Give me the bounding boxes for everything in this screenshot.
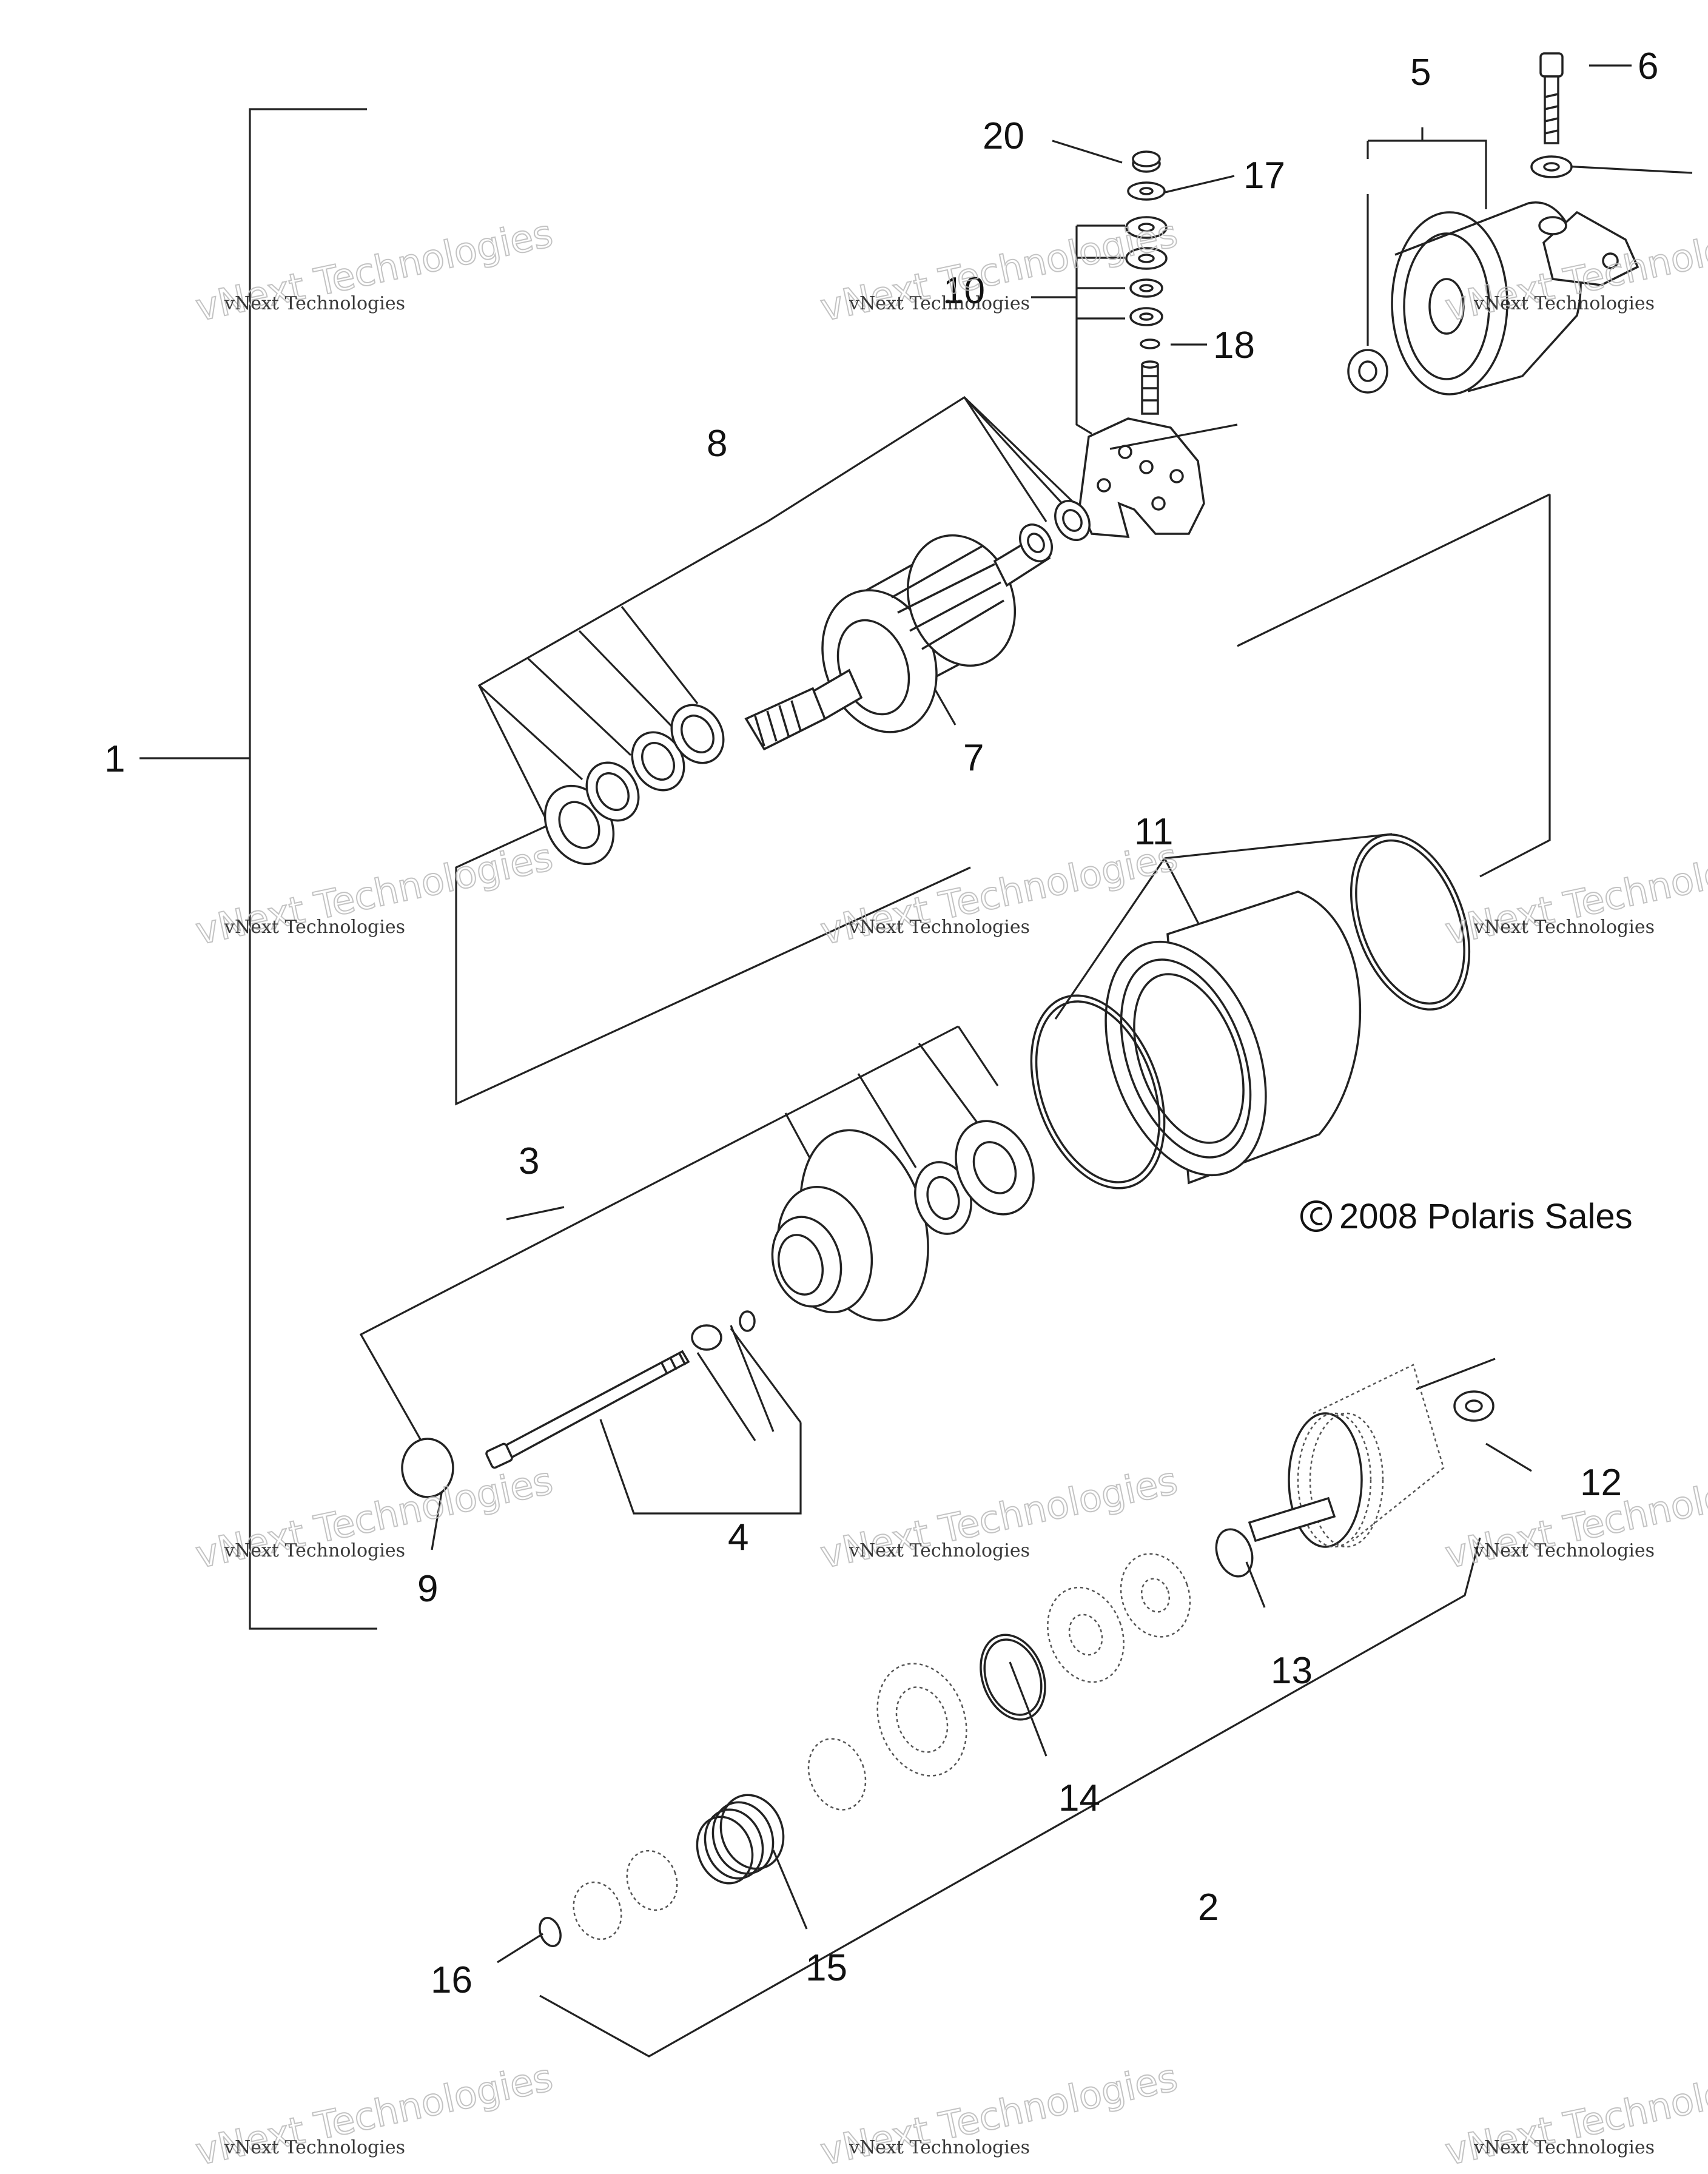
svg-text:vNext Technologies: vNext Technologies <box>224 917 405 938</box>
callout-group-4 <box>599 1325 802 1515</box>
field-housing-part <box>1030 833 1471 1190</box>
leader-lines <box>431 64 1693 1964</box>
callout-group-8 <box>477 395 1081 826</box>
callout-17: 17 <box>1243 155 1285 197</box>
callout-group-5 <box>1367 127 1487 346</box>
terminal-bolt-part <box>1140 338 1160 415</box>
callout-group-11 <box>1054 833 1393 1020</box>
bolt-part-6 <box>1530 52 1573 178</box>
svg-text:vNext Technologies: vNext Technologies <box>849 2137 1030 2158</box>
svg-text:vNext Technologies: vNext Technologies <box>224 293 405 314</box>
end-cover-part <box>1347 201 1639 395</box>
callout-6: 6 <box>1638 45 1658 87</box>
callout-16: 16 <box>431 1959 472 2001</box>
housing-frame-lines <box>455 493 1551 1106</box>
svg-text:vNext Technologies: vNext Technologies <box>1473 917 1655 938</box>
copyright-text: 2008 Polaris Sales <box>1339 1197 1633 1236</box>
callout-14: 14 <box>1058 1777 1100 1819</box>
terminal-washers-part <box>1125 150 1168 326</box>
callout-group-10 <box>1031 224 1125 435</box>
callout-18: 18 <box>1213 325 1255 366</box>
callout-5: 5 <box>1410 52 1431 93</box>
callout-9: 9 <box>417 1568 438 1610</box>
callout-4: 4 <box>728 1516 748 1558</box>
callout-2: 2 <box>1198 1886 1219 1928</box>
callout-1: 1 <box>104 738 125 780</box>
copyright-notice: 2008 Polaris Sales <box>1300 1197 1633 1236</box>
svg-text:vNext Technologies: vNext Technologies <box>224 1540 405 1561</box>
copyright-symbol-icon <box>1300 1200 1332 1232</box>
svg-text:vNext Technologies: vNext Technologies <box>849 917 1030 938</box>
armature-part <box>744 532 1051 751</box>
callout-labels: 1 2 3 4 5 6 7 8 9 10 11 12 13 14 15 16 1… <box>104 45 1658 2001</box>
callout-group-2 <box>539 1358 1496 2058</box>
svg-text:vNext Technologies: vNext Technologies <box>224 2137 405 2158</box>
armature-washers-part <box>543 500 1091 866</box>
callout-13: 13 <box>1271 1650 1313 1692</box>
callout-7: 7 <box>963 737 984 779</box>
svg-text:vNext Technologies: vNext Technologies <box>1473 293 1655 314</box>
svg-text:vNext Technologies: vNext Technologies <box>849 1540 1030 1561</box>
brush-plate-part <box>1078 417 1205 538</box>
callout-3: 3 <box>519 1140 539 1182</box>
svg-text:vNext Technologies: vNext Technologies <box>849 293 1030 314</box>
callout-15: 15 <box>805 1947 847 1989</box>
overrunning-clutch-part <box>539 1364 1494 1947</box>
callout-20: 20 <box>983 115 1024 157</box>
callout-10: 10 <box>943 270 985 312</box>
callout-group-3 <box>359 1025 999 1447</box>
callout-12: 12 <box>1580 1462 1622 1504</box>
through-bolt-part <box>401 1310 756 1498</box>
svg-text:vNext Technologies: vNext Technologies <box>1473 2137 1655 2158</box>
front-housing-part <box>771 1120 1035 1322</box>
assembly-bracket-1 <box>140 108 377 1630</box>
svg-text:vNext Technologies: vNext Technologies <box>1473 1540 1655 1561</box>
callout-8: 8 <box>707 423 727 465</box>
callout-11: 11 <box>1134 811 1173 853</box>
